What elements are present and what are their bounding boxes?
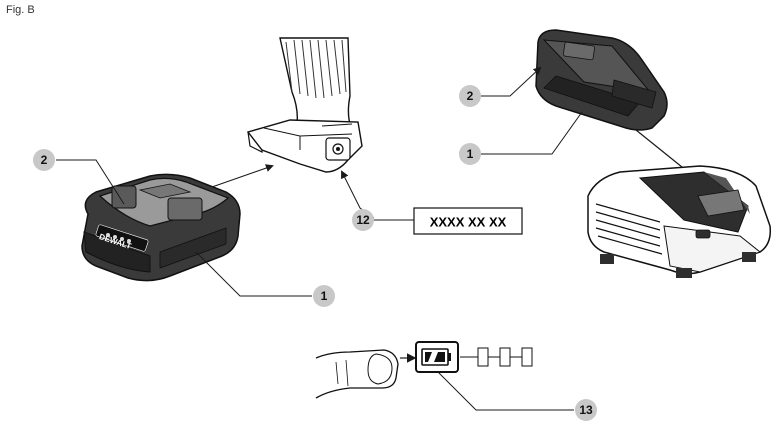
fuel-gauge-indicator	[415, 341, 533, 373]
led-segment	[499, 347, 511, 367]
callout-2-charger: 2	[459, 66, 542, 107]
led-segment	[521, 347, 533, 367]
date-code-box: XXXX XX XX	[413, 207, 523, 235]
figure-label: Fig. B	[6, 4, 35, 16]
callout-2-left: 2	[33, 149, 125, 205]
battery-pack-charging	[535, 29, 668, 131]
callout-13: 13	[437, 371, 597, 421]
callout-12: 12	[341, 170, 414, 231]
callout-number: 12	[356, 213, 370, 227]
callout-number: 1	[321, 289, 328, 303]
led-segment	[477, 347, 489, 367]
charger	[587, 165, 772, 278]
date-code-text: XXXX XX XX	[430, 215, 507, 230]
callout-number: 2	[467, 89, 474, 103]
callout-number: 13	[579, 403, 593, 417]
finger-press-illustration	[315, 349, 399, 399]
battery-pack-left: DEWALT	[81, 173, 241, 282]
callout-1-left: 1	[195, 251, 335, 307]
callout-number: 1	[467, 147, 474, 161]
insert-arrow	[211, 164, 274, 188]
battery-icon	[421, 348, 451, 366]
callout-number: 2	[41, 153, 48, 167]
tool-handle	[246, 37, 363, 173]
callout-1-charger: 1	[459, 111, 583, 165]
